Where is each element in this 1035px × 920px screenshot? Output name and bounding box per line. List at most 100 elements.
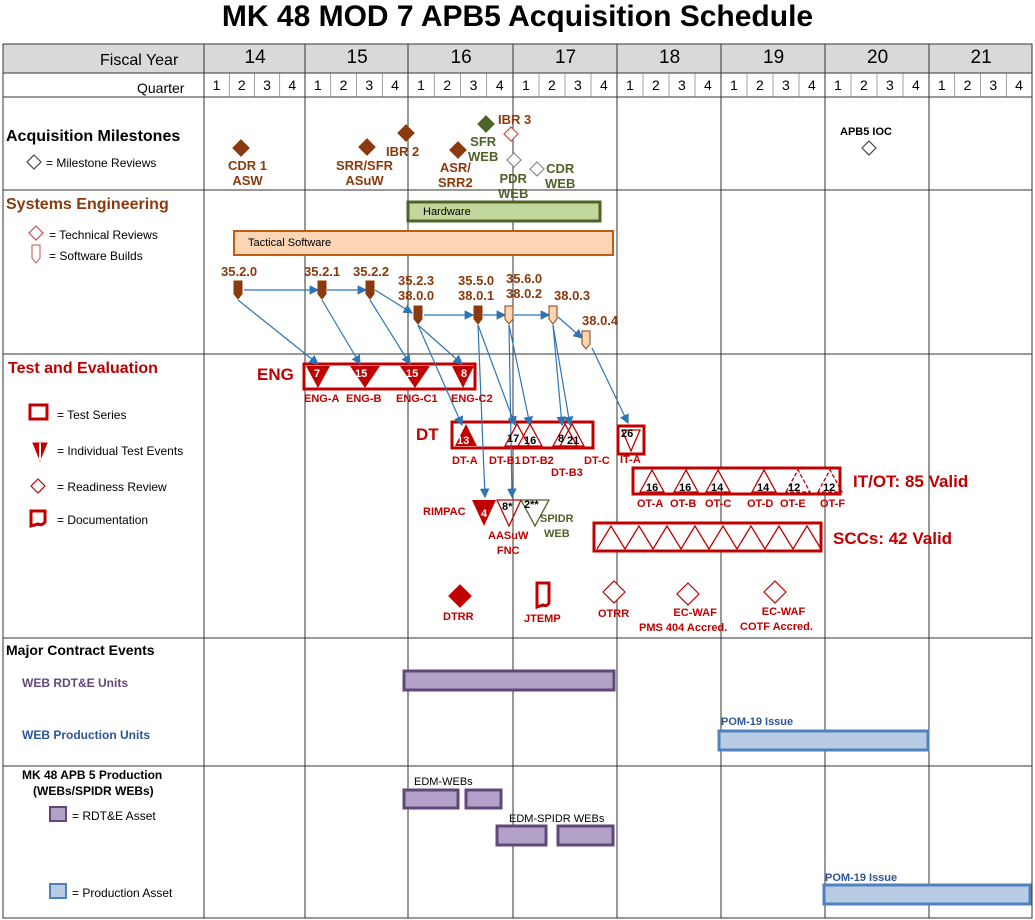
ec-waf-cotf-diamond-icon <box>763 580 787 604</box>
eng-event-triangle-3 <box>452 366 474 388</box>
quarter-19-2: 2 <box>756 77 764 93</box>
quarter-16-4: 4 <box>495 77 504 93</box>
rimpac-label: RIMPAC <box>423 506 466 518</box>
fiscal-year-14: 14 <box>244 47 266 68</box>
quarter-20-4: 4 <box>912 77 920 93</box>
build-arrow-10 <box>417 324 463 365</box>
quarter-21-2: 2 <box>963 77 972 93</box>
hardware-bar <box>406 200 602 223</box>
edm-spidr-webs-label: EDM-SPIDR WEBs <box>509 813 605 825</box>
build-arrow-8 <box>321 299 361 366</box>
quarter-19-1: 1 <box>730 77 738 93</box>
ot-f-count: 12 <box>823 482 836 494</box>
quarter-14-3: 3 <box>263 77 271 93</box>
quarter-21-4: 4 <box>1015 77 1023 93</box>
build-arrow-16 <box>477 324 490 499</box>
dt-b1-count: 17 <box>507 433 520 445</box>
otrr-diamond-icon <box>602 580 626 604</box>
production-subheading: (WEBs/SPIDR WEBs) <box>33 784 154 798</box>
build-label-35-2-0: 35.2.0 <box>221 264 258 279</box>
quarter-20-1: 1 <box>834 77 842 93</box>
ot-e-count: 12 <box>788 482 801 494</box>
tactical-software-label: Tactical Software <box>248 237 332 249</box>
software-build-marker-1 <box>317 280 327 300</box>
apb5-ioc-diamond-icon <box>861 140 877 156</box>
edm-web-bar-2 <box>464 788 503 810</box>
technical-review-legend: = Technical Reviews <box>49 228 158 242</box>
sfr-web-diamond-icon <box>477 115 495 133</box>
build-arrow-9 <box>369 299 411 366</box>
eng-count-c2: 8 <box>461 368 468 380</box>
build-arrow-15 <box>552 324 574 427</box>
pom19-issue-production-label: POM-19 Issue <box>825 872 898 884</box>
dt-event-triangle-3 <box>558 422 586 447</box>
eng-count-b: 15 <box>355 368 368 380</box>
sccs-valid-label: SCCs: 42 Valid <box>833 529 953 548</box>
acquisition-milestones-heading: Acquisition Milestones <box>6 128 181 145</box>
quarter-15-3: 3 <box>365 77 374 93</box>
eng-count-c1: 15 <box>406 368 419 380</box>
fiscal-year-19: 19 <box>763 47 785 68</box>
test-evaluation-heading: Test and Evaluation <box>8 360 158 377</box>
eng-event-triangle-2 <box>400 366 430 388</box>
quarter-20-2: 2 <box>860 77 868 93</box>
quarter-16-1: 1 <box>417 77 425 93</box>
edm-spidr-bar-2 <box>556 824 615 847</box>
quarter-18-4: 4 <box>704 77 712 93</box>
build-arrow-11 <box>417 324 464 427</box>
schedule-marks <box>26 115 877 899</box>
itot-series-box <box>631 466 842 496</box>
build-label-38-0-4: 38.0.4 <box>582 313 619 328</box>
software-build-legend: = Software Builds <box>49 249 143 263</box>
readiness-review-legend-icon <box>30 478 46 494</box>
software-build-legend-icon <box>31 244 41 264</box>
test-events-legend: = Individual Test Events <box>57 444 184 458</box>
scc-zigzag <box>596 524 822 551</box>
software-build-marker-5 <box>504 305 514 325</box>
fiscal-year-20: 20 <box>867 47 889 68</box>
ot-a-count: 16 <box>646 482 659 494</box>
ot-event-triangle-5 <box>816 468 844 493</box>
software-build-marker-6 <box>548 305 558 325</box>
dt-event-triangle-0 <box>503 422 531 447</box>
ot-c-label: OT-C <box>705 498 732 510</box>
edm-web-bar-1 <box>402 788 460 810</box>
quarter-15-1: 1 <box>313 77 322 93</box>
build-arrow-14 <box>552 324 567 427</box>
build-arrow-13 <box>508 324 533 427</box>
software-build-marker-0 <box>233 280 243 300</box>
dtrr-diamond-icon <box>448 584 472 608</box>
quarter-18-1: 1 <box>626 77 634 93</box>
schedule-bars <box>233 200 1032 906</box>
quarter-20-3: 3 <box>886 77 894 93</box>
quarter-16-2: 2 <box>443 77 452 93</box>
major-contract-heading: Major Contract Events <box>6 642 155 658</box>
web-rdte-units-bar <box>402 669 616 692</box>
eng-count-a: 7 <box>314 368 321 380</box>
fiscal-year-21: 21 <box>970 47 992 68</box>
quarter-17-3: 3 <box>574 77 582 93</box>
eng-event-triangle-1 <box>350 366 380 388</box>
ibr2-label: IBR 2 <box>386 144 420 159</box>
dt-c-label: DT-C <box>584 455 610 467</box>
quarter-19-4: 4 <box>808 77 816 93</box>
quarter-14-1: 1 <box>212 77 221 93</box>
quarter-17-1: 1 <box>522 77 530 93</box>
eng-b-label: ENG-B <box>346 393 382 405</box>
quarter-15-4: 4 <box>391 77 399 93</box>
quarter-18-2: 2 <box>652 77 660 93</box>
quarter-18-3: 3 <box>678 77 686 93</box>
build-arrow-12 <box>477 324 517 427</box>
systems-engineering-heading: Systems Engineering <box>6 196 169 213</box>
dt-b3-count: 8 <box>558 433 565 445</box>
otrr-label: OTRR <box>598 608 630 620</box>
ot-a-label: OT-A <box>637 498 664 510</box>
ot-event-triangle-0 <box>638 468 666 493</box>
web-rdte-units-label: WEB RDT&E Units <box>22 676 128 690</box>
ot-event-triangle-3 <box>750 468 778 493</box>
